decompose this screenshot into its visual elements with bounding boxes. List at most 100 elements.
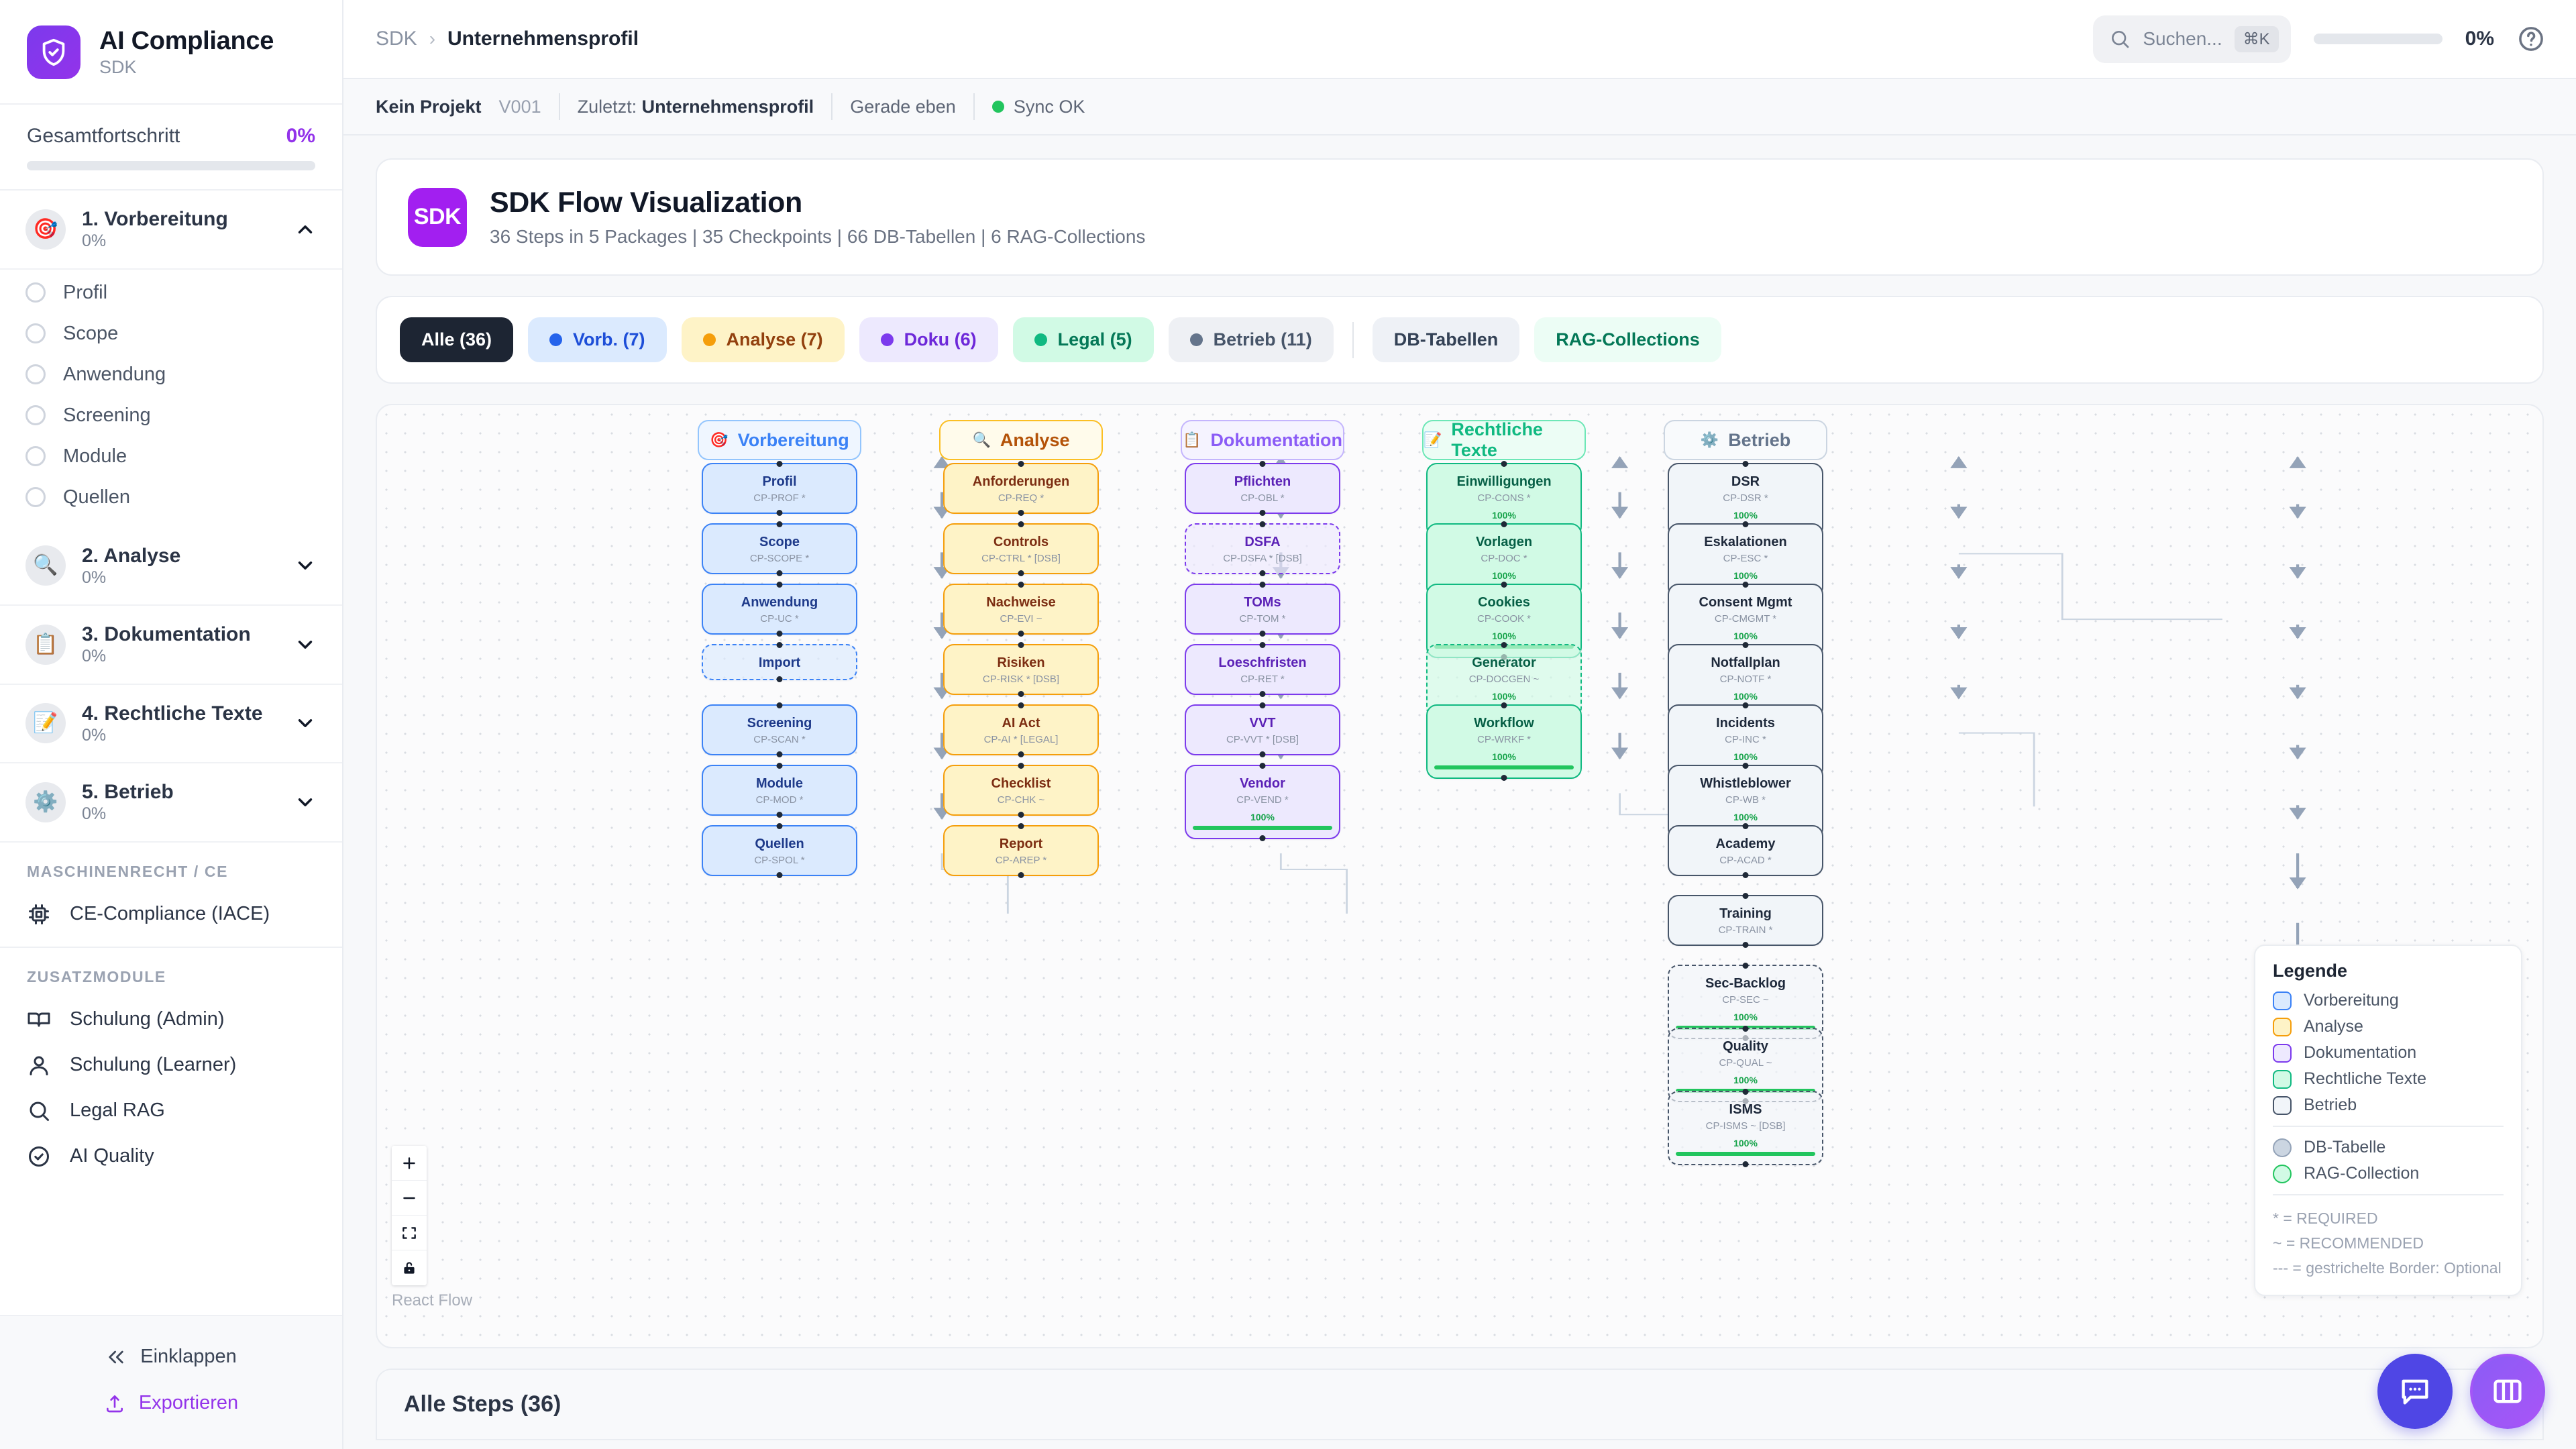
legend-swatch: [2273, 1069, 2292, 1089]
node-port-top: [1742, 963, 1749, 969]
node-title: Cookies: [1478, 595, 1530, 610]
chevron-down-icon[interactable]: [294, 791, 317, 814]
sidebar-item-schulung-admin[interactable]: Schulung (Admin): [0, 997, 342, 1042]
sidebar-step-anwendung[interactable]: Anwendung: [0, 354, 342, 395]
phase-icon: 🔍: [25, 545, 66, 586]
flow-canvas[interactable]: 🎯Vorbereitung🔍Analyse📋Dokumentation📝Rech…: [376, 404, 2544, 1349]
flow-group-3: 📝Rechtliche Texte: [1422, 419, 1586, 461]
node-checkpoint: CP-CTRL * [DSB]: [981, 553, 1061, 565]
question-circle-icon[interactable]: [2517, 25, 2545, 53]
legend-label: DB-Tabelle: [2304, 1138, 2386, 1157]
node-title: Einwilligungen: [1456, 474, 1552, 490]
header-progress-value: 0%: [2465, 28, 2494, 50]
step-radio[interactable]: [25, 487, 46, 507]
filter-chip-extra-0[interactable]: DB-Tabellen: [1372, 317, 1520, 363]
filter-chip-extra-1[interactable]: RAG-Collections: [1534, 317, 1721, 363]
sidebar-step-scope[interactable]: Scope: [0, 313, 342, 354]
flow-node-import[interactable]: Import: [702, 642, 857, 683]
step-radio[interactable]: [25, 405, 46, 425]
step-radio[interactable]: [25, 364, 46, 384]
breadcrumb-root[interactable]: SDK: [376, 28, 417, 50]
zoom-out-button[interactable]: [392, 1181, 427, 1216]
filter-chip-1[interactable]: Vorb. (7): [528, 317, 667, 363]
node-title: Anforderungen: [972, 474, 1070, 490]
node-title: Nachweise: [986, 595, 1056, 610]
sidebar-item-ce-compliance[interactable]: CE-Compliance (IACE): [0, 892, 342, 937]
fit-view-icon: [402, 1227, 416, 1239]
filter-chip-2[interactable]: Analyse (7): [681, 317, 845, 363]
collapse-sidebar-button[interactable]: Einklappen: [0, 1334, 342, 1380]
filter-chip-4[interactable]: Legal (5): [1012, 317, 1154, 363]
filter-chip-0[interactable]: Alle (36): [400, 317, 514, 363]
section-title-machine: MASCHINENRECHT / CE: [27, 862, 229, 880]
chevron-down-icon[interactable]: [294, 633, 317, 656]
sidebar-step-quellen[interactable]: Quellen: [0, 477, 342, 518]
search-input[interactable]: Suchen... ⌘K: [2093, 15, 2291, 63]
zoom-in-button[interactable]: [392, 1146, 427, 1181]
sidebar-item-legal-rag[interactable]: Legal RAG: [0, 1088, 342, 1134]
step-radio[interactable]: [25, 446, 46, 466]
node-checkpoint: CP-WRKF *: [1477, 734, 1531, 746]
fit-view-button[interactable]: [392, 1216, 427, 1251]
node-port-bottom: [1501, 775, 1507, 782]
sidebar-item-schulung-learner[interactable]: Schulung (Learner): [0, 1042, 342, 1088]
sidebar-step-profil[interactable]: Profil: [0, 272, 342, 313]
chevron-down-icon[interactable]: [294, 712, 317, 735]
export-button[interactable]: Exportieren: [0, 1380, 342, 1426]
node-title: Vorlagen: [1475, 535, 1533, 550]
panel-fab[interactable]: [2470, 1354, 2545, 1429]
node-port-bottom: [776, 570, 783, 577]
node-checkpoint: CP-TRAIN *: [1718, 924, 1773, 936]
step-radio[interactable]: [25, 323, 46, 343]
phase-icon: 📝: [25, 703, 66, 744]
zoom-controls[interactable]: [392, 1146, 427, 1286]
brand-header[interactable]: AI Compliance SDK: [0, 0, 342, 105]
sidebar-footer: Einklappen Exportieren: [0, 1315, 342, 1449]
filter-chip-5[interactable]: Betrieb (11): [1168, 317, 1334, 363]
step-label: Profil: [63, 281, 108, 303]
flow-group-0: 🎯Vorbereitung: [698, 420, 861, 461]
chevron-down-icon[interactable]: [294, 554, 317, 577]
filter-chip-3[interactable]: Doku (6): [859, 317, 998, 363]
sidebar-step-module[interactable]: Module: [0, 436, 342, 477]
step-radio[interactable]: [25, 282, 46, 303]
sidebar-item-ai-quality[interactable]: AI Quality: [0, 1134, 342, 1179]
node-progress-bar: [1193, 826, 1332, 830]
node-port-top: [1259, 582, 1266, 588]
sidebar-step-screening[interactable]: Screening: [0, 395, 342, 436]
chevron-up-icon[interactable]: [294, 218, 317, 241]
node-port-bottom: [1018, 751, 1024, 758]
lock-button[interactable]: [392, 1250, 427, 1286]
chip-label: Doku (6): [904, 329, 977, 350]
chat-fab[interactable]: [2377, 1354, 2453, 1429]
divider: [1352, 321, 1354, 358]
